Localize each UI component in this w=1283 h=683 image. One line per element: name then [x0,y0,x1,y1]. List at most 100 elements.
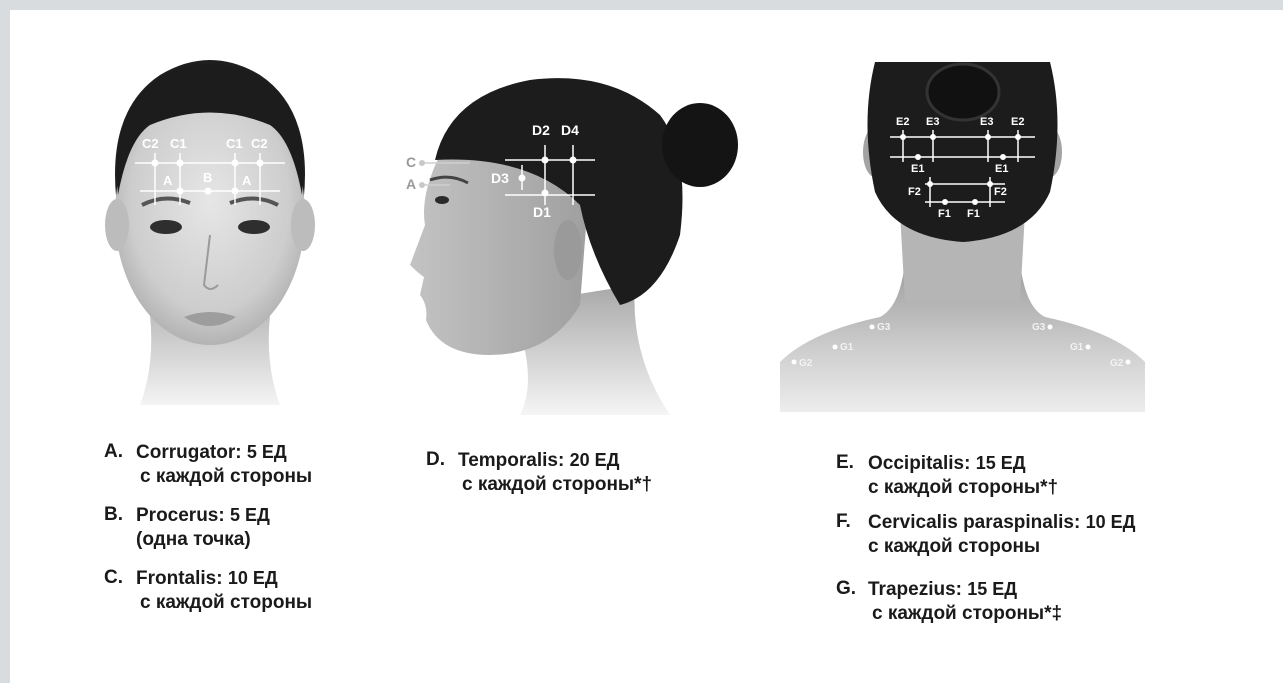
label-d2: D2 [532,122,550,138]
label-e3-left: E3 [926,116,939,128]
ear-right [291,199,315,251]
point-f1-right [972,199,978,205]
legend-letter: D. [426,448,458,497]
legend-column-3: E. Occipitalis: 15 ЕД с каждой стороны*†… [836,451,1135,626]
point-b [205,188,212,195]
legend-note: с каждой стороны*‡ [868,602,1062,626]
legend-name: Corrugator: [136,442,242,463]
legend-item-a: A. Corrugator: 5 ЕД с каждой стороны [104,440,312,489]
label-d3: D3 [491,170,509,186]
legend-dose: 10 ЕД [1086,512,1136,532]
point-e2-right [1015,134,1021,140]
legend-letter: F. [836,510,868,559]
point-g1-right [1086,345,1091,350]
legend-column-2: D. Temporalis: 20 ЕД с каждой стороны*† [426,448,652,497]
label-f2-right: F2 [994,186,1007,198]
label-e1-left: E1 [911,163,924,175]
label-f1-left: F1 [938,208,951,220]
legend-column-1: A. Corrugator: 5 ЕД с каждой стороны B. … [104,440,312,615]
label-c-side: C [406,154,416,170]
label-c1-right: C1 [226,136,243,151]
point-d1 [542,190,549,197]
label-f1-right: F1 [967,208,980,220]
point-e1-left [915,154,921,160]
legend-note: с каждой стороны [136,591,312,615]
label-b: B [203,170,212,185]
side-eye [435,196,449,204]
legend-letter: B. [104,503,136,552]
legend-letter: C. [104,566,136,615]
legend-dose: 15 ЕД [976,453,1026,473]
eye-left [150,220,182,234]
side-ear [554,220,582,280]
label-e3-right: E3 [980,116,993,128]
legend-note: с каждой стороны*† [458,473,652,497]
legend-name: Procerus: [136,505,225,526]
legend-name: Temporalis: [458,450,564,471]
point-c2-right [257,160,264,167]
point-g3-left [870,325,875,330]
label-d4: D4 [561,122,579,138]
label-e1-right: E1 [995,163,1008,175]
point-g2-left [792,360,797,365]
label-a-side: A [406,176,416,192]
point-d2 [542,157,549,164]
ear-left [105,199,129,251]
label-e2-left: E2 [896,116,909,128]
point-c2-left [152,160,159,167]
point-a-right [232,188,239,195]
point-g3-right [1048,325,1053,330]
point-e3-left [930,134,936,140]
point-a-left [177,188,184,195]
label-g2-left: G2 [799,358,813,369]
label-g3-right: G3 [1032,322,1046,333]
back-head-illustration: E2 E3 E3 E2 E1 E1 F2 F2 F1 F1 G3 G1 G2 G… [780,62,1145,412]
legend-name: Occipitalis: [868,453,970,474]
legend-item-c: C. Frontalis: 10 ЕД с каждой стороны [104,566,312,615]
legend-item-b: B. Procerus: 5 ЕД (одна точка) [104,503,312,552]
point-c-side [419,160,425,166]
legend-item-e: E. Occipitalis: 15 ЕД с каждой стороны*† [836,451,1135,500]
label-c2-right: C2 [251,136,268,151]
legend-dose: 5 ЕД [230,505,270,525]
point-g1-left [833,345,838,350]
label-g1-right: G1 [1070,342,1084,353]
legend-note: с каждой стороны*† [868,476,1058,500]
legend-note: с каждой стороны [136,465,312,489]
point-f2-left [927,181,933,187]
legend-dose: 20 ЕД [570,450,620,470]
legend-item-g: G. Trapezius: 15 ЕД с каждой стороны*‡ [836,577,1135,626]
legend-dose: 15 ЕД [967,579,1017,599]
label-e2-right: E2 [1011,116,1024,128]
point-f2-right [987,181,993,187]
legend-letter: E. [836,451,868,500]
label-c2-left: C2 [142,136,159,151]
legend-name: Cervicalis paraspinalis: [868,512,1080,533]
point-c1-right [232,160,239,167]
label-g2-right: G2 [1110,358,1124,369]
label-a-left: A [163,173,173,188]
legend-note: с каждой стороны [868,535,1135,559]
point-f1-left [942,199,948,205]
label-d1: D1 [533,204,551,220]
point-e3-right [985,134,991,140]
eye-right [238,220,270,234]
legend-letter: G. [836,577,868,626]
label-a-right: A [242,173,252,188]
label-g1-left: G1 [840,342,854,353]
front-head-illustration: C2 C1 C1 C2 A B A [80,45,340,405]
point-d4 [570,157,577,164]
legend-letter: A. [104,440,136,489]
legend-name: Trapezius: [868,579,962,600]
point-g2-right [1126,360,1131,365]
label-c1-left: C1 [170,136,187,151]
side-head-illustration: C A D2 D4 D3 D1 [390,55,740,415]
legend-dose: 5 ЕД [247,442,287,462]
legend-item-d: D. Temporalis: 20 ЕД с каждой стороны*† [426,448,652,497]
label-g3-left: G3 [877,322,891,333]
legend-name: Frontalis: [136,568,223,589]
label-f2-left: F2 [908,186,921,198]
point-e2-left [900,134,906,140]
point-d3 [519,175,526,182]
point-a-side [419,182,425,188]
